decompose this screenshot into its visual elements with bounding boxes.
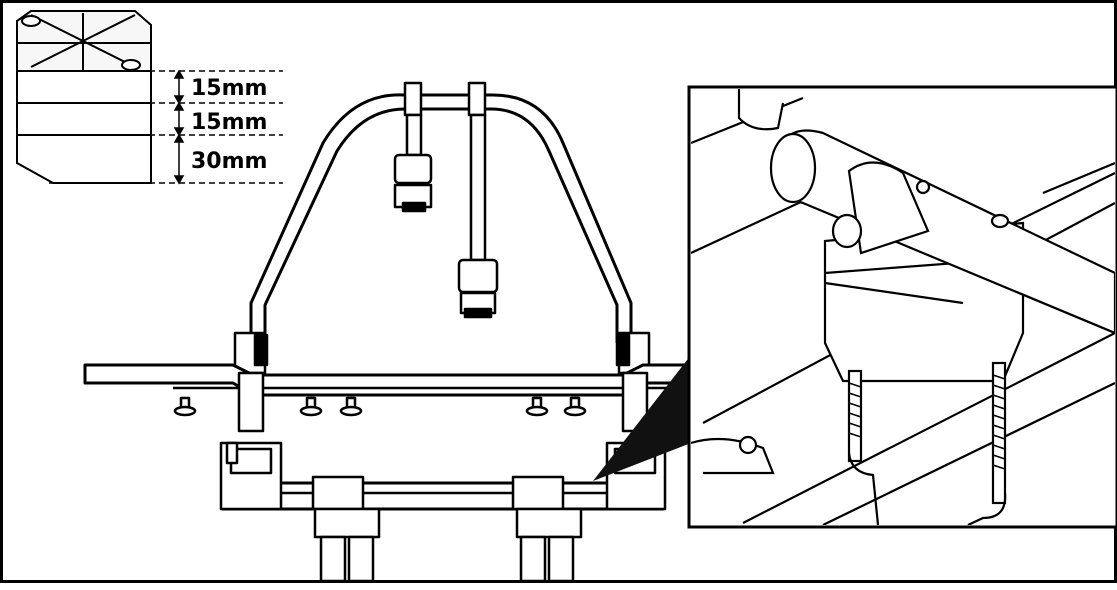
lower-crossbar (221, 481, 665, 511)
strap-clamp-left (403, 81, 423, 117)
strap-clamp-right (467, 81, 487, 117)
detail-view (687, 85, 1117, 529)
foot-clamp-left (313, 507, 381, 583)
dimension-label-2: 15mm (191, 110, 267, 135)
measurement-lines (49, 70, 283, 184)
callout-pointer (593, 355, 691, 481)
bike-carrier (83, 81, 725, 583)
spacer-block (16, 10, 152, 184)
threaded-rod-right (991, 361, 1007, 505)
dimension-label-3: 30mm (191, 149, 267, 174)
dimension-label-1: 15mm (191, 76, 267, 101)
diagram-canvas: 15mm 15mm 30mm (16, 10, 1117, 583)
tray-screws (173, 396, 587, 417)
foot-clamp-right (515, 507, 583, 583)
dimension-arrows (173, 69, 185, 185)
